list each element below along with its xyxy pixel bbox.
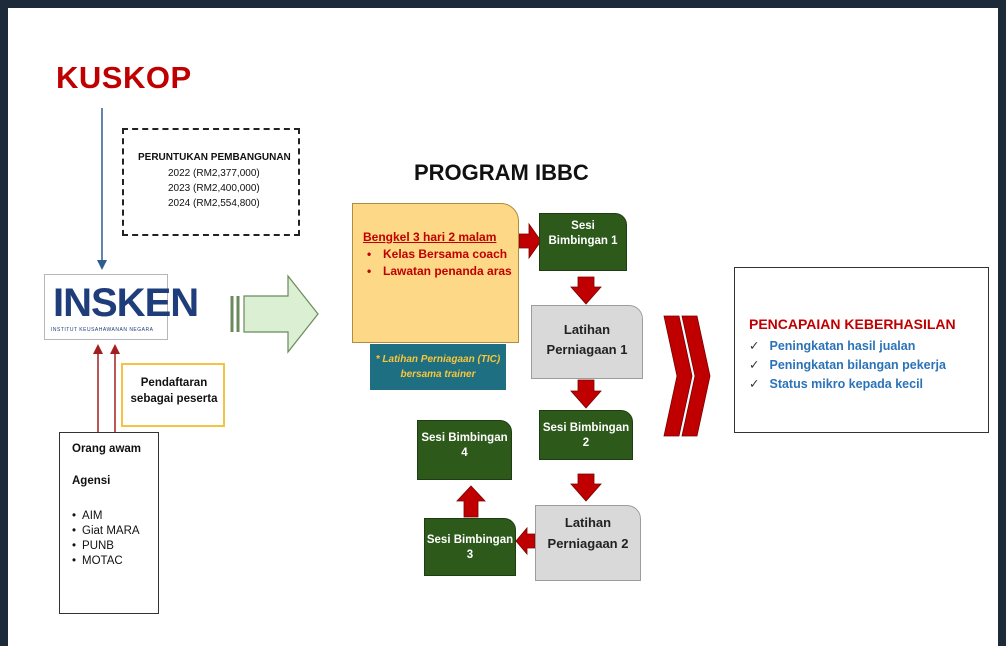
red-arrow-latihan1-to-sesi2: [570, 379, 602, 409]
workshop-heading: Bengkel 3 hari 2 malam: [363, 230, 497, 244]
outcome-item-label: Peningkatan bilangan pekerja: [769, 358, 946, 372]
funding-heading: PERUNTUKAN PEMBANGUNAN: [138, 152, 291, 163]
red-arrow-latihan2-to-sesi3: [515, 526, 536, 556]
list-item: ✓ Status mikro kepada kecil: [749, 375, 988, 394]
outcome-box: PENCAPAIAN KEBERHASILAN ✓ Peningkatan has…: [734, 267, 989, 433]
registration-arrowhead-right: [110, 344, 120, 354]
outcome-item-label: Peningkatan hasil jualan: [769, 339, 916, 353]
check-icon: ✓: [749, 339, 760, 353]
outcome-item-label: Status mikro kepada kecil: [769, 377, 924, 391]
check-icon: ✓: [749, 358, 760, 372]
outcome-chevrons: [663, 315, 711, 437]
registration-arrowhead-left: [93, 344, 103, 354]
list-item: ✓ Peningkatan hasil jualan: [749, 337, 988, 356]
workshop-list: Kelas Bersama coach Lawatan penanda aras: [363, 246, 512, 279]
red-arrow-sesi2-to-latihan2: [570, 473, 602, 502]
insken-logo: INSKEN INSTITUT KEUSAHAWANAN NEGARA: [44, 274, 199, 340]
list-item: AIM: [72, 509, 152, 524]
sesi-bimbingan-1-box: Sesi Bimbingan 1: [539, 213, 627, 271]
workshop-box: Bengkel 3 hari 2 malam Kelas Bersama coa…: [352, 203, 519, 343]
list-item: ✓ Peningkatan bilangan pekerja: [749, 356, 988, 375]
participants-agencies: Agensi: [72, 475, 111, 487]
red-arrow-sesi3-to-sesi4: [456, 485, 486, 518]
insken-logo-word: INSKEN: [53, 281, 199, 325]
connector-layer: [93, 108, 711, 556]
outcome-heading: PENCAPAIAN KEBERHASILAN: [749, 316, 956, 332]
latihan-perniagaan-2-box: Latihan Perniagaan 2: [535, 505, 641, 581]
tic-note: * Latihan Perniagaan (TIC) bersama train…: [370, 344, 506, 390]
sesi-bimbingan-4-box: Sesi Bimbingan 4: [417, 420, 512, 480]
list-item: Giat MARA: [72, 524, 152, 539]
latihan-perniagaan-1-box: Latihan Perniagaan 1: [531, 305, 643, 379]
insken-logo-subtitle: INSTITUT KEUSAHAWANAN NEGARA: [51, 327, 154, 333]
check-icon: ✓: [749, 377, 760, 391]
funding-2022: 2022 (RM2,377,000): [168, 168, 260, 179]
page-title: KUSKOP: [56, 60, 192, 95]
list-item: Lawatan penanda aras: [367, 263, 512, 279]
sesi-bimbingan-2-box: Sesi Bimbingan 2: [539, 410, 633, 460]
list-item: PUNB: [72, 539, 152, 554]
funding-arrowhead: [97, 260, 107, 270]
participants-public: Orang awam: [72, 443, 142, 455]
registration-box: Pendaftaran sebagai peserta: [121, 363, 225, 427]
diagram-canvas: KUSKOP PERUNTUKAN PEMBANGUNAN 2022 (RM2,…: [8, 8, 998, 646]
funding-2024: 2024 (RM2,554,800): [168, 198, 260, 209]
list-item: MOTAC: [72, 554, 152, 569]
agency-list: AIM Giat MARA PUNB MOTAC: [72, 509, 152, 569]
funding-2023: 2023 (RM2,400,000): [168, 183, 260, 194]
red-arrow-sesi1-to-latihan1: [570, 276, 602, 305]
red-arrow-bengkel-to-sesi1: [518, 222, 542, 260]
outcome-list: ✓ Peningkatan hasil jualan ✓ Peningkatan b…: [749, 337, 988, 394]
participants-box: Orang awam Agensi AIM Giat MARA PUNB MOT…: [59, 432, 159, 614]
program-title: PROGRAM IBBC: [414, 160, 589, 185]
big-green-arrow: [230, 274, 319, 354]
sesi-bimbingan-3-box: Sesi Bimbingan 3: [424, 518, 516, 576]
list-item: Kelas Bersama coach: [367, 246, 512, 262]
funding-box: PERUNTUKAN PEMBANGUNAN 2022 (RM2,377,000…: [122, 128, 300, 236]
